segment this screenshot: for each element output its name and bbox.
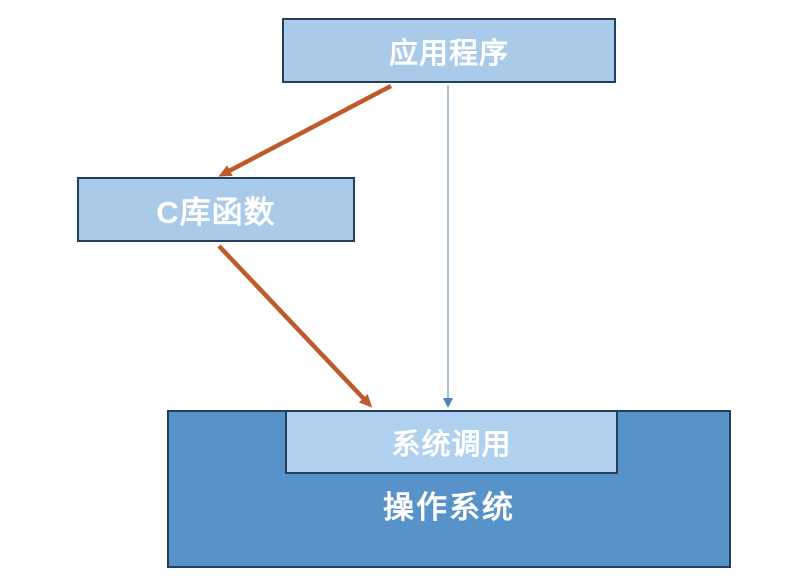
app-box: 应用程序 [282,18,616,83]
clib-box: C库函数 [77,177,355,242]
syscall-box: 系统调用 [285,410,618,474]
arrow-app-to-clib [218,84,393,177]
os-box: 系统调用 操作系统 [167,410,731,568]
os-box-label: 操作系统 [383,490,515,525]
arrow-clib-to-syscall [217,244,373,408]
app-box-label: 应用程序 [388,37,509,70]
clib-box-label: C库函数 [156,195,276,230]
syscall-box-label: 系统调用 [391,429,512,461]
